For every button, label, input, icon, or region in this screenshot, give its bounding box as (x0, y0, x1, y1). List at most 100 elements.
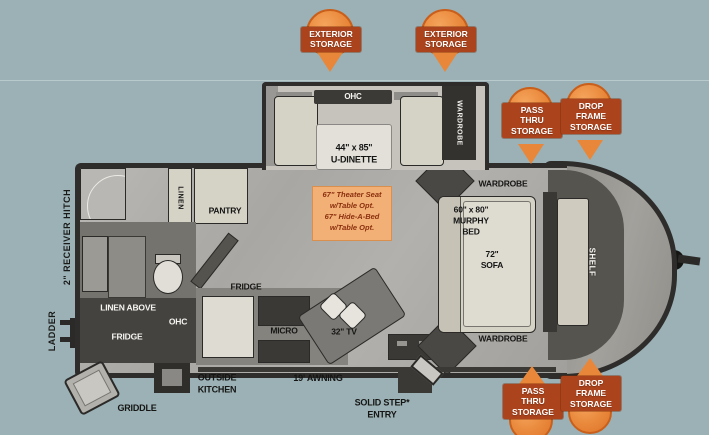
dinette-slideout: OHC WARDROBE 44" x 85" U-DINETTE (262, 82, 489, 170)
storage-pin-tip-icon (577, 358, 603, 376)
badge-text: STORAGE (512, 406, 554, 417)
ohc-cabinet (314, 90, 392, 104)
entry-line2: ENTRY (367, 409, 397, 419)
badge-text: STORAGE (570, 121, 612, 132)
badge-text: PASS (521, 386, 545, 396)
bath-vanity (82, 236, 108, 292)
awning-label: 19' AWNING (293, 373, 343, 384)
note-line: w/Table Opt. (329, 200, 375, 210)
pantry-cabinet (194, 168, 248, 224)
receiver-hitch-label: 2" RECEIVER HITCH (62, 188, 72, 286)
wardrobe-slide-label: WARDROBE (455, 100, 463, 146)
ladder-rail (70, 318, 75, 348)
wardrobe-slide-cabinet (442, 86, 476, 160)
entry-label: SOLID STEP* ENTRY (355, 397, 410, 420)
pantry-label: PANTRY (208, 205, 242, 216)
ladder-rung (60, 337, 72, 342)
storage-pin-tip-icon (519, 366, 545, 384)
micro-label: MICRO (270, 325, 298, 336)
badge-text: STORAGE (425, 39, 467, 50)
refrigerator (202, 296, 254, 358)
shower (80, 168, 126, 220)
storage-pin-tip-icon (317, 52, 343, 72)
griddle-label: GRIDDLE (117, 403, 157, 414)
bed-platform (463, 201, 531, 327)
badge-label: PASS THRU STORAGE (503, 384, 563, 420)
linen-above-label: LINEN ABOVE (100, 302, 156, 313)
dinette-name: U-DINETTE (330, 154, 378, 164)
murphy-size: 60" x 80" (453, 204, 489, 215)
linen-label: LINEN (176, 186, 184, 210)
ohc-rear-label: OHC (168, 316, 188, 327)
murphy-line3: BED (462, 226, 480, 237)
storage-pin-tip-icon (577, 140, 603, 160)
badge-text: EXTERIOR (309, 29, 353, 39)
badge-text: STORAGE (511, 125, 553, 136)
badge-text: FRAME (575, 388, 607, 399)
toilet (153, 260, 183, 294)
dinette-table (316, 124, 392, 170)
badge-text: PASS (520, 105, 544, 115)
note-line: 67" Hide-A-Bed (324, 211, 380, 221)
hatch-inner (162, 369, 182, 386)
wardrobe-bottom-label: WARDROBE (478, 333, 528, 344)
badge-text: THRU (521, 396, 545, 407)
dinette-label: 44" x 85" U-DINETTE (331, 142, 377, 165)
awning-rail (198, 367, 556, 372)
badge-exterior-storage-2: EXTERIOR STORAGE (411, 8, 479, 78)
background-divider-line (0, 80, 709, 81)
badge-drop-frame-storage-top: DROP FRAME STORAGE (555, 76, 625, 160)
badge-text: THRU (520, 115, 544, 126)
badge-text: STORAGE (310, 39, 352, 50)
option-note: 67" Theater Seat w/Table Opt. 67" Hide-A… (312, 186, 392, 241)
griddle-surface (72, 369, 112, 407)
badge-label: EXTERIOR STORAGE (301, 27, 361, 52)
murphy-bed-front (543, 192, 557, 332)
murphy-bed-label: 60" x 80" MURPHY BED (453, 204, 489, 237)
shelf-label: SHELF (587, 247, 597, 277)
sofa-back-cushions (439, 197, 461, 332)
badge-exterior-storage-1: EXTERIOR STORAGE (296, 8, 364, 78)
outside-kitchen-line1: OUTSIDE (197, 372, 237, 383)
murphy-line2: MURPHY (453, 215, 489, 226)
note-line: 67" Theater Seat (322, 190, 382, 199)
entry-line1: SOLID STEP* (354, 397, 410, 408)
fridge-rear-label: FRIDGE (111, 331, 143, 342)
storage-pin-tip-icon (518, 144, 544, 164)
note-line: w/Table Opt. (329, 222, 375, 232)
badge-text: FRAME (575, 111, 607, 122)
badge-label: EXTERIOR STORAGE (416, 27, 476, 52)
tv-label: 32" TV (331, 326, 357, 337)
badge-label: PASS THRU STORAGE (502, 103, 562, 139)
sofa-size: 72" (485, 248, 499, 259)
dinette-size: 44" x 85" (335, 142, 373, 153)
ohc-slide-label: OHC (344, 91, 362, 101)
stepwell-detail (397, 341, 407, 346)
ladder-label: LADDER (47, 310, 57, 352)
badge-pass-thru-storage-bottom: PASS THRU STORAGE (497, 350, 567, 435)
bath-door-panel (108, 236, 146, 298)
badge-label: DROP FRAME STORAGE (561, 99, 621, 135)
linen-cabinet (168, 168, 192, 228)
badge-pass-thru-storage-top: PASS THRU STORAGE (496, 80, 566, 164)
sofa-line2: SOFA (480, 260, 504, 270)
outside-kitchen-label: OUTSIDE KITCHEN (198, 372, 237, 395)
murphy-bed-sofa (438, 196, 536, 333)
badge-text: DROP (578, 101, 604, 111)
dinette-bench-left (274, 96, 318, 166)
trailer-body: 67" Theater Seat w/Table Opt. 67" Hide-A… (75, 163, 567, 378)
ladder-rung (60, 320, 72, 325)
rear-cabinet-block (80, 298, 196, 363)
dinette-bench-right (400, 96, 444, 166)
outside-kitchen-line2: KITCHEN (197, 384, 237, 394)
storage-pin-tip-icon (432, 52, 458, 72)
badge-label: DROP FRAME STORAGE (561, 376, 621, 412)
front-shelf (557, 198, 589, 326)
sofa-label: 72" SOFA (480, 248, 504, 271)
shower-door-arc (87, 175, 125, 219)
oven (258, 340, 310, 363)
badge-drop-frame-storage-bottom: DROP FRAME STORAGE (555, 342, 625, 434)
badge-text: DROP (578, 378, 604, 388)
badge-text: EXTERIOR (424, 29, 468, 39)
